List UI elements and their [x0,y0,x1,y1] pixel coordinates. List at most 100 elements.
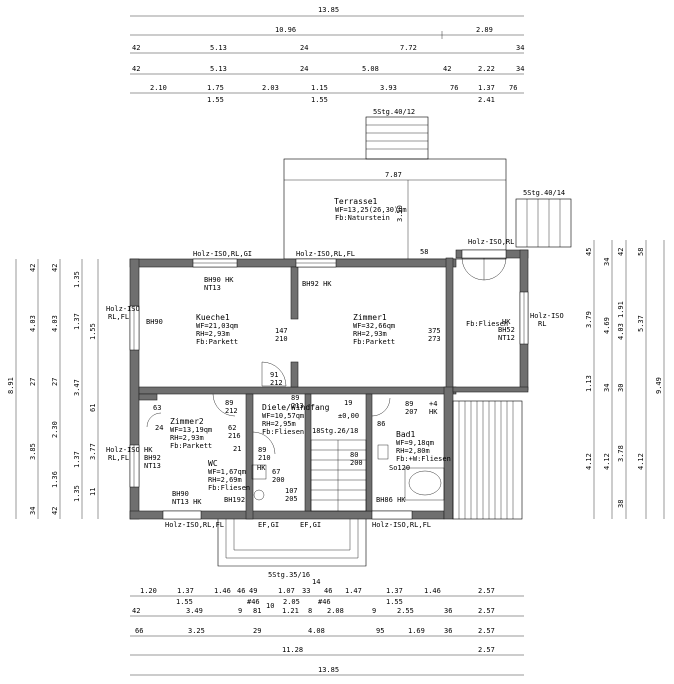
dim: 24 [300,44,308,52]
dim: 1.37 [177,587,194,595]
dim: 45 [585,248,593,256]
dim: 34 [516,65,524,73]
note: BH192 [224,496,245,504]
window-label: Holz-ISO [106,305,140,313]
dim: 34 [603,258,611,266]
dim: 42 [132,65,140,73]
dim: 4.03 [617,323,625,340]
dim: 76 [450,84,458,92]
room-name-zimmer1: Zimmer1 [353,313,387,322]
note: BH52 [498,326,515,334]
dim: 2.08 [327,607,344,615]
dim: 200 [272,476,285,484]
dim: 2.57 [478,646,495,654]
dim: 24 [300,65,308,73]
dim: 91 [270,371,278,379]
note: BH90 [146,318,163,326]
dim: 3.79 [585,311,593,328]
dim: 1.37 [386,587,403,595]
dim: 2.03 [262,84,279,92]
room-info: Fb:Fliesen [208,484,250,492]
room-name-diele: Diele/Windfang [262,403,330,412]
dim: 9 [372,607,376,615]
windows [129,249,529,520]
dim: 8.91 [7,377,15,394]
dim: 207 [405,408,418,416]
room-info: WF=9,18qm [396,439,434,447]
window-label: Holz-ISO [106,446,140,454]
dim: 36 [444,607,452,615]
dim: 1.07 [278,587,295,595]
dim: 4.12 [585,453,593,470]
dim: 58 [637,248,645,256]
room-name-terrasse: Terrasse1 [334,197,378,206]
dim: #46 [247,598,260,606]
dim: 9 [238,607,242,615]
note: BH92 HK [302,280,332,288]
dim: 24 [155,424,163,432]
room-labels: Kueche1 WF=21,03qm RH=2,93m Fb:Parkett Z… [170,313,508,492]
dim: 3.50 [396,205,404,222]
dim: 42 [51,507,59,515]
dim: 210 [258,454,271,462]
dim: 1.21 [282,607,299,615]
room-info: WF=10,57qm [262,412,304,420]
dim: 200 [350,459,363,467]
dim: 3.77 [89,443,97,460]
dim: 7.72 [400,44,417,52]
dim: 1.35 [73,485,81,502]
dim: 5.08 [362,65,379,73]
window-label: RL,FL [108,313,129,321]
stair-label: 18Stg.26/18 [312,427,358,435]
dim: 1.36 [51,471,59,488]
dim: 89 [225,399,233,407]
stair-label-bottom: 5Stg.35/16 [268,571,310,579]
entrance-porch: 5Stg.35/16 [217,519,367,579]
dim: 42 [29,264,37,272]
room-info: Fb:Naturstein [335,214,390,222]
note: NT12 [498,334,515,342]
note: HK [144,446,153,454]
room-info: RH=2,93m [196,330,230,338]
window-label: Holz-ISO,RL,FL [165,521,224,529]
room-info: Fb:Parkett [170,442,212,450]
dim: 5.13 [210,44,227,52]
room-name-zimmer2: Zimmer2 [170,417,204,426]
dim: 2.57 [478,587,495,595]
dim: 34 [516,44,524,52]
dim: 3.25 [188,627,205,635]
room-info: RH=2,80m [396,447,430,455]
dim: 14 [312,578,320,586]
dim: 213 [291,402,304,410]
dim: 27 [51,378,59,386]
dim: 30 [617,384,625,392]
dim: 61 [89,404,97,412]
dim: 1.55 [176,598,193,606]
walls [129,249,529,520]
dim: 2.57 [478,607,495,615]
dim: 205 [285,495,298,503]
dim: 1.37 [73,313,81,330]
dim: 212 [225,407,238,415]
dim: 1.15 [311,84,328,92]
dim: 4.08 [308,627,325,635]
note: HK [429,408,438,416]
room-info: Fb:Parkett [353,338,395,346]
dim: 63 [153,404,161,412]
dim: 42 [443,65,451,73]
note: NT13 [204,284,221,292]
window-label: Holz-ISO,RL,FL [296,250,355,258]
dim: 34 [603,384,611,392]
room-info: WF=1,67qm [208,468,246,476]
note: So120 [389,464,410,472]
window-label: Holz-ISO [530,312,564,320]
room-name-bad: Bad1 [396,430,415,439]
room-info: WF=13,19qm [170,426,212,434]
window-label: Holz-ISO,RL,GI [193,250,252,258]
dim: 11 [89,488,97,496]
dim: 216 [228,432,241,440]
dim: 2.57 [478,627,495,635]
room-info: Fb:Parkett [196,338,238,346]
dim: 210 [275,335,288,343]
